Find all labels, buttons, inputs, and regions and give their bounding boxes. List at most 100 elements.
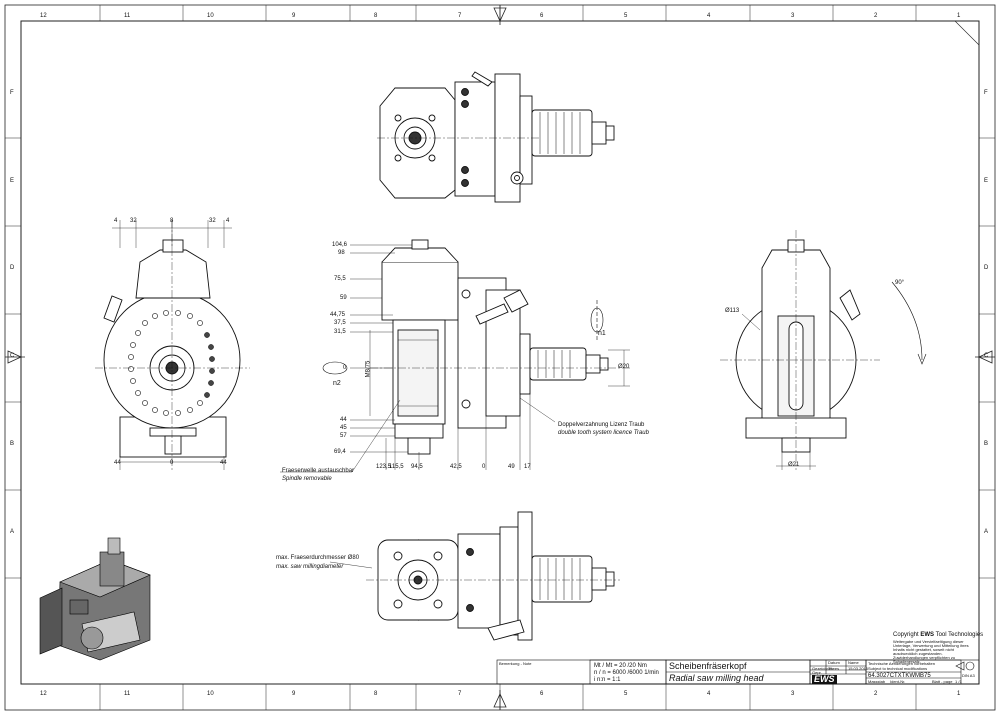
dim-label: 42,5 — [450, 464, 462, 470]
paper-format: DIN A3 — [962, 673, 975, 678]
col-label: 7 — [458, 13, 462, 19]
row-label: F — [984, 90, 988, 96]
col-label: 5 — [624, 691, 628, 697]
dim-label: 75,5 — [334, 276, 346, 282]
dim-label: 90° — [895, 280, 905, 286]
col-label: 3 — [791, 13, 795, 19]
dim-label: 59 — [340, 295, 347, 301]
col-label: 6 — [540, 13, 544, 19]
dim-label: 32 — [209, 218, 216, 224]
drawn-label: Gezeichnet — [812, 666, 833, 671]
note-spindle-en: Spindle removable — [282, 476, 332, 482]
note-double-tooth: Doppelverzahnung Lizenz Traub — [558, 422, 645, 428]
col-label: 7 — [458, 691, 462, 697]
changes-de: Technische Aenderungen vorbehalten — [868, 661, 935, 666]
title-block — [496, 659, 980, 685]
dim-label: 37,5 — [334, 320, 346, 326]
dim-label: 4 — [114, 218, 118, 224]
dim-label: 44 — [340, 417, 347, 423]
top-view — [377, 71, 615, 203]
dim-label: Ø20 — [618, 364, 630, 370]
col-label: 12 — [40, 691, 47, 697]
torque-spec: Mt / Mt = 20 /20 Nm — [594, 663, 647, 669]
speed-spec: n / n = 6000 /6000 1/min — [594, 670, 659, 676]
row-label: D — [984, 265, 989, 271]
right-view — [720, 230, 927, 470]
dim-label: 123,5 — [376, 464, 392, 470]
dim-label: 49 — [508, 464, 515, 470]
dim-label: 44 — [220, 460, 227, 466]
dim-label: 4 — [226, 218, 230, 224]
dim-label: Ø113 — [725, 308, 740, 314]
col-label: 9 — [292, 13, 296, 19]
dim-label: Ø21 — [788, 462, 800, 468]
dim-label: M8/75 — [365, 360, 372, 378]
copyright: Copyright EWS Tool Technologies — [893, 632, 984, 638]
col-label: 4 — [707, 691, 711, 697]
row-label: A — [10, 529, 15, 535]
drawn-date: 15.03.2016 — [848, 666, 869, 671]
title-en: Radial saw milling head — [669, 673, 764, 683]
dim-label: 31,5 — [334, 329, 346, 335]
note-spindle: Fraeserwelle austauschbar — [282, 468, 355, 474]
sheet-number: 1 /1 — [955, 679, 962, 684]
note-label: Bemerkung - Note — [499, 661, 532, 666]
col-label: 10 — [207, 691, 214, 697]
row-label: C — [984, 353, 989, 359]
row-label: E — [984, 178, 989, 184]
iso-render — [39, 537, 151, 661]
col-label: 5 — [624, 13, 628, 19]
row-label: B — [10, 441, 15, 447]
col-label: 11 — [124, 13, 131, 19]
dim-label: 17 — [524, 464, 531, 470]
title-de: Scheibenfräserkopf — [669, 661, 747, 671]
col-date: Datum — [828, 660, 840, 665]
ratio-spec: i n:n = 1:1 — [594, 677, 621, 683]
ident-label: Ident-Nr. — [890, 679, 906, 684]
col-label: 10 — [207, 13, 214, 19]
dim-label: 98 — [338, 250, 345, 256]
scale-label: Massstab — [868, 679, 886, 684]
row-label: F — [10, 90, 14, 96]
note-double-tooth-en: double tooth system licence Traub — [558, 430, 649, 436]
col-label: 12 — [40, 13, 47, 19]
col-name: Name — [848, 660, 859, 665]
dim-label: 94,5 — [411, 464, 423, 470]
col-label: 9 — [292, 691, 296, 697]
dim-label: 0 — [482, 464, 486, 470]
dim-label: 44,75 — [330, 312, 346, 318]
dim-label: 115,5 — [389, 464, 404, 470]
col-label: 2 — [874, 691, 878, 697]
note-saw-diameter-en: max. saw millingdiameter — [276, 564, 344, 570]
col-label: 4 — [707, 13, 711, 19]
dim-label: 45 — [340, 425, 347, 431]
bottom-view — [366, 511, 620, 641]
col-label: 8 — [374, 691, 378, 697]
row-label: A — [984, 529, 989, 535]
col-label: 6 — [540, 691, 544, 697]
drawn-name: Thees — [828, 666, 840, 671]
changes-en: Subject to technical modifications — [868, 666, 928, 671]
front-view — [95, 220, 250, 470]
dim-label: 104,6 — [332, 242, 348, 248]
ews-logo: EWS — [812, 674, 837, 684]
checked-label: Gepr. — [812, 670, 822, 675]
dim-label: 57 — [340, 433, 347, 439]
row-label: E — [10, 178, 15, 184]
row-label: D — [10, 265, 15, 271]
col-label: 8 — [374, 13, 378, 19]
dim-label: 32 — [130, 218, 137, 224]
row-label: B — [984, 441, 989, 447]
rotation-label: n2 — [333, 380, 341, 387]
col-label: 3 — [791, 691, 795, 697]
dim-label: 0 — [170, 460, 174, 466]
col-label: 1 — [957, 691, 961, 697]
sheet-label: Blatt - page — [932, 679, 953, 684]
col-label: 2 — [874, 13, 878, 19]
rotation-label: n1 — [598, 330, 606, 337]
note-saw-diameter: max. Fraeserdurchmesser Ø80 — [276, 555, 360, 561]
col-label: 11 — [124, 691, 131, 697]
dim-label: 0 — [343, 365, 347, 371]
row-label: C — [10, 353, 15, 359]
